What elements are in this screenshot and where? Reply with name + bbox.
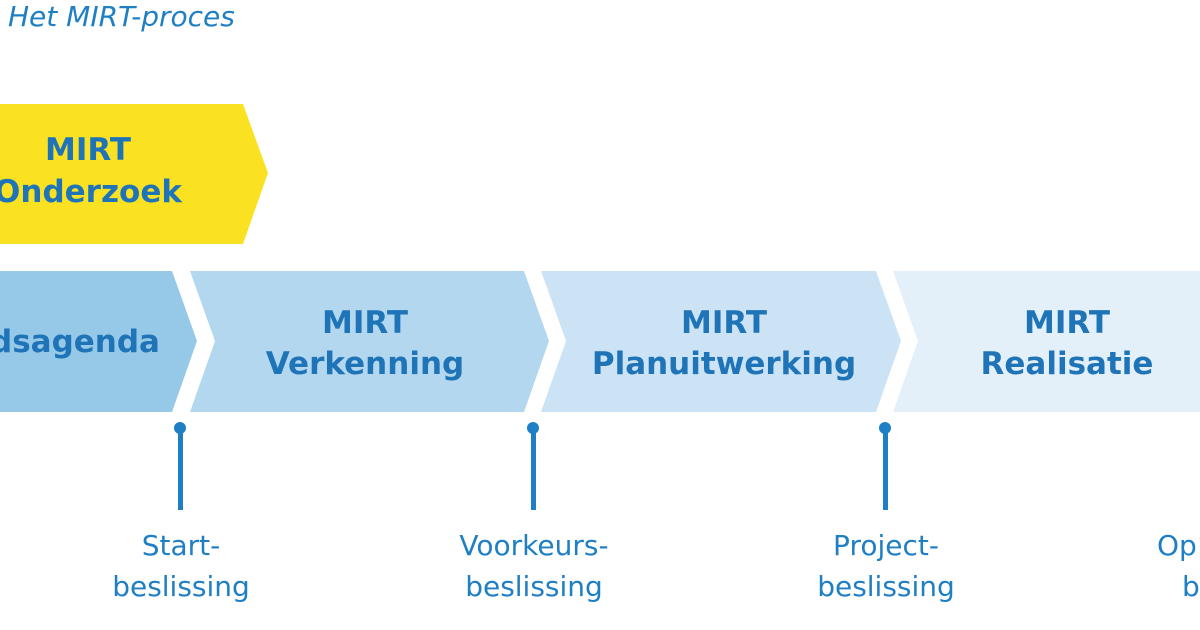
stage-verkenning-arrow xyxy=(190,271,549,412)
stage-realisatie-arrow xyxy=(893,271,1200,412)
stage-onderzoek-line2: Onderzoek xyxy=(0,174,183,210)
stage-planuitwerking-line2: Planuitwerking xyxy=(592,346,856,382)
stage-mirt-planuitwerking: MIRT Planuitwerking xyxy=(541,271,901,412)
decision-start-line1: Start- xyxy=(142,529,221,562)
stage-planuitwerking-arrow xyxy=(541,271,901,412)
decision-projectbeslissing: Project- beslissing xyxy=(817,422,955,603)
stage-mirt-realisatie: MIRT Realisatie xyxy=(893,271,1200,412)
stage-verkenning-line2: Verkenning xyxy=(266,346,464,382)
decision-oplevering-line1: Op xyxy=(1157,529,1197,562)
decision-startbeslissing: Start- beslissing xyxy=(112,422,250,603)
stage-gebiedsagenda-label: dsagenda xyxy=(0,324,160,360)
decision-voorkeur-line1: Voorkeurs- xyxy=(459,529,608,562)
stage-mirt-verkenning: MIRT Verkenning xyxy=(190,271,549,412)
stage-gebiedsagenda-arrow xyxy=(0,271,197,412)
stage-realisatie-line2: Realisatie xyxy=(981,346,1154,382)
decision-project-line2: beslissing xyxy=(817,570,955,603)
stage-gebiedsagenda: dsagenda xyxy=(0,271,197,412)
decision-oplevering-line2: b xyxy=(1182,570,1200,603)
diagram-title: Het MIRT-proces xyxy=(8,0,235,33)
stage-verkenning-line1: MIRT xyxy=(322,305,408,341)
decision-voorkeur-line2: beslissing xyxy=(465,570,603,603)
stage-mirt-onderzoek: MIRT Onderzoek xyxy=(0,104,268,244)
decision-project-line xyxy=(883,428,888,510)
decision-voorkeur-line xyxy=(531,428,536,510)
decision-voorkeursbeslissing: Voorkeurs- beslissing xyxy=(459,422,609,603)
decision-start-line xyxy=(178,428,183,510)
stage-realisatie-line1: MIRT xyxy=(1024,305,1110,341)
decision-project-line1: Project- xyxy=(833,529,939,562)
stage-planuitwerking-line1: MIRT xyxy=(681,305,767,341)
decision-start-line2: beslissing xyxy=(112,570,250,603)
decision-opleveringsbeslissing: Op b xyxy=(1157,529,1200,603)
stage-onderzoek-arrow xyxy=(0,104,268,244)
stage-onderzoek-line1: MIRT xyxy=(45,132,131,168)
